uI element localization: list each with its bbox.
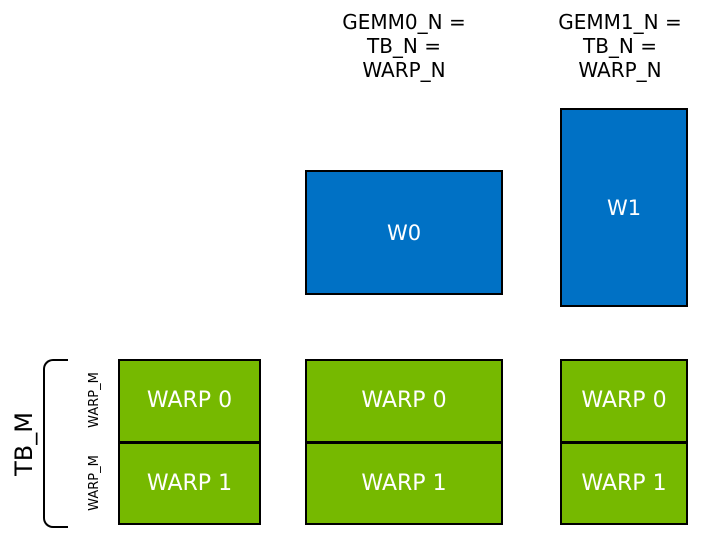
warp-cell-label: WARP 1 — [581, 470, 667, 496]
warp-cell: WARP 1 — [120, 444, 259, 524]
warp-cell-label: WARP 0 — [146, 388, 233, 414]
warp-cell-label: WARP 1 — [361, 470, 447, 496]
blue-box-w1: W1 — [560, 108, 688, 307]
warp-cell: WARP 1 — [562, 444, 686, 524]
row-divider — [562, 440, 686, 444]
green-column-1: WARP 0 WARP 1 — [118, 359, 261, 525]
column-header-gemm1: GEMM1_N = TB_N = WARP_N — [540, 10, 700, 82]
header-line: WARP_N — [362, 58, 446, 82]
warp-m-label-row1: WARP_M — [87, 455, 102, 511]
blue-box-label: W1 — [606, 195, 642, 220]
blue-box-w0: W0 — [305, 170, 503, 295]
tb-m-bracket — [43, 359, 68, 528]
warp-cell-label: WARP 0 — [361, 388, 447, 414]
row-divider — [307, 440, 501, 444]
column-header-gemm0: GEMM0_N = TB_N = WARP_N — [305, 10, 503, 82]
warp-cell: WARP 0 — [307, 361, 501, 441]
tb-m-label: TB_M — [10, 412, 38, 476]
header-line: GEMM0_N = — [342, 10, 466, 34]
header-line: TB_N = — [582, 34, 657, 58]
blue-box-label: W0 — [386, 220, 422, 245]
header-line: GEMM1_N = — [558, 10, 682, 34]
warp-cell: WARP 0 — [120, 361, 259, 441]
header-line: WARP_N — [578, 58, 662, 82]
warp-m-label-row0: WARP_M — [87, 372, 102, 428]
green-column-3: WARP 0 WARP 1 — [560, 359, 688, 525]
header-line: TB_N = — [366, 34, 441, 58]
green-column-2: WARP 0 WARP 1 — [305, 359, 503, 525]
row-divider — [120, 440, 259, 444]
warp-cell: WARP 1 — [307, 444, 501, 524]
warp-cell-label: WARP 1 — [146, 470, 233, 496]
warp-cell-label: WARP 0 — [581, 388, 667, 414]
warp-cell: WARP 0 — [562, 361, 686, 441]
